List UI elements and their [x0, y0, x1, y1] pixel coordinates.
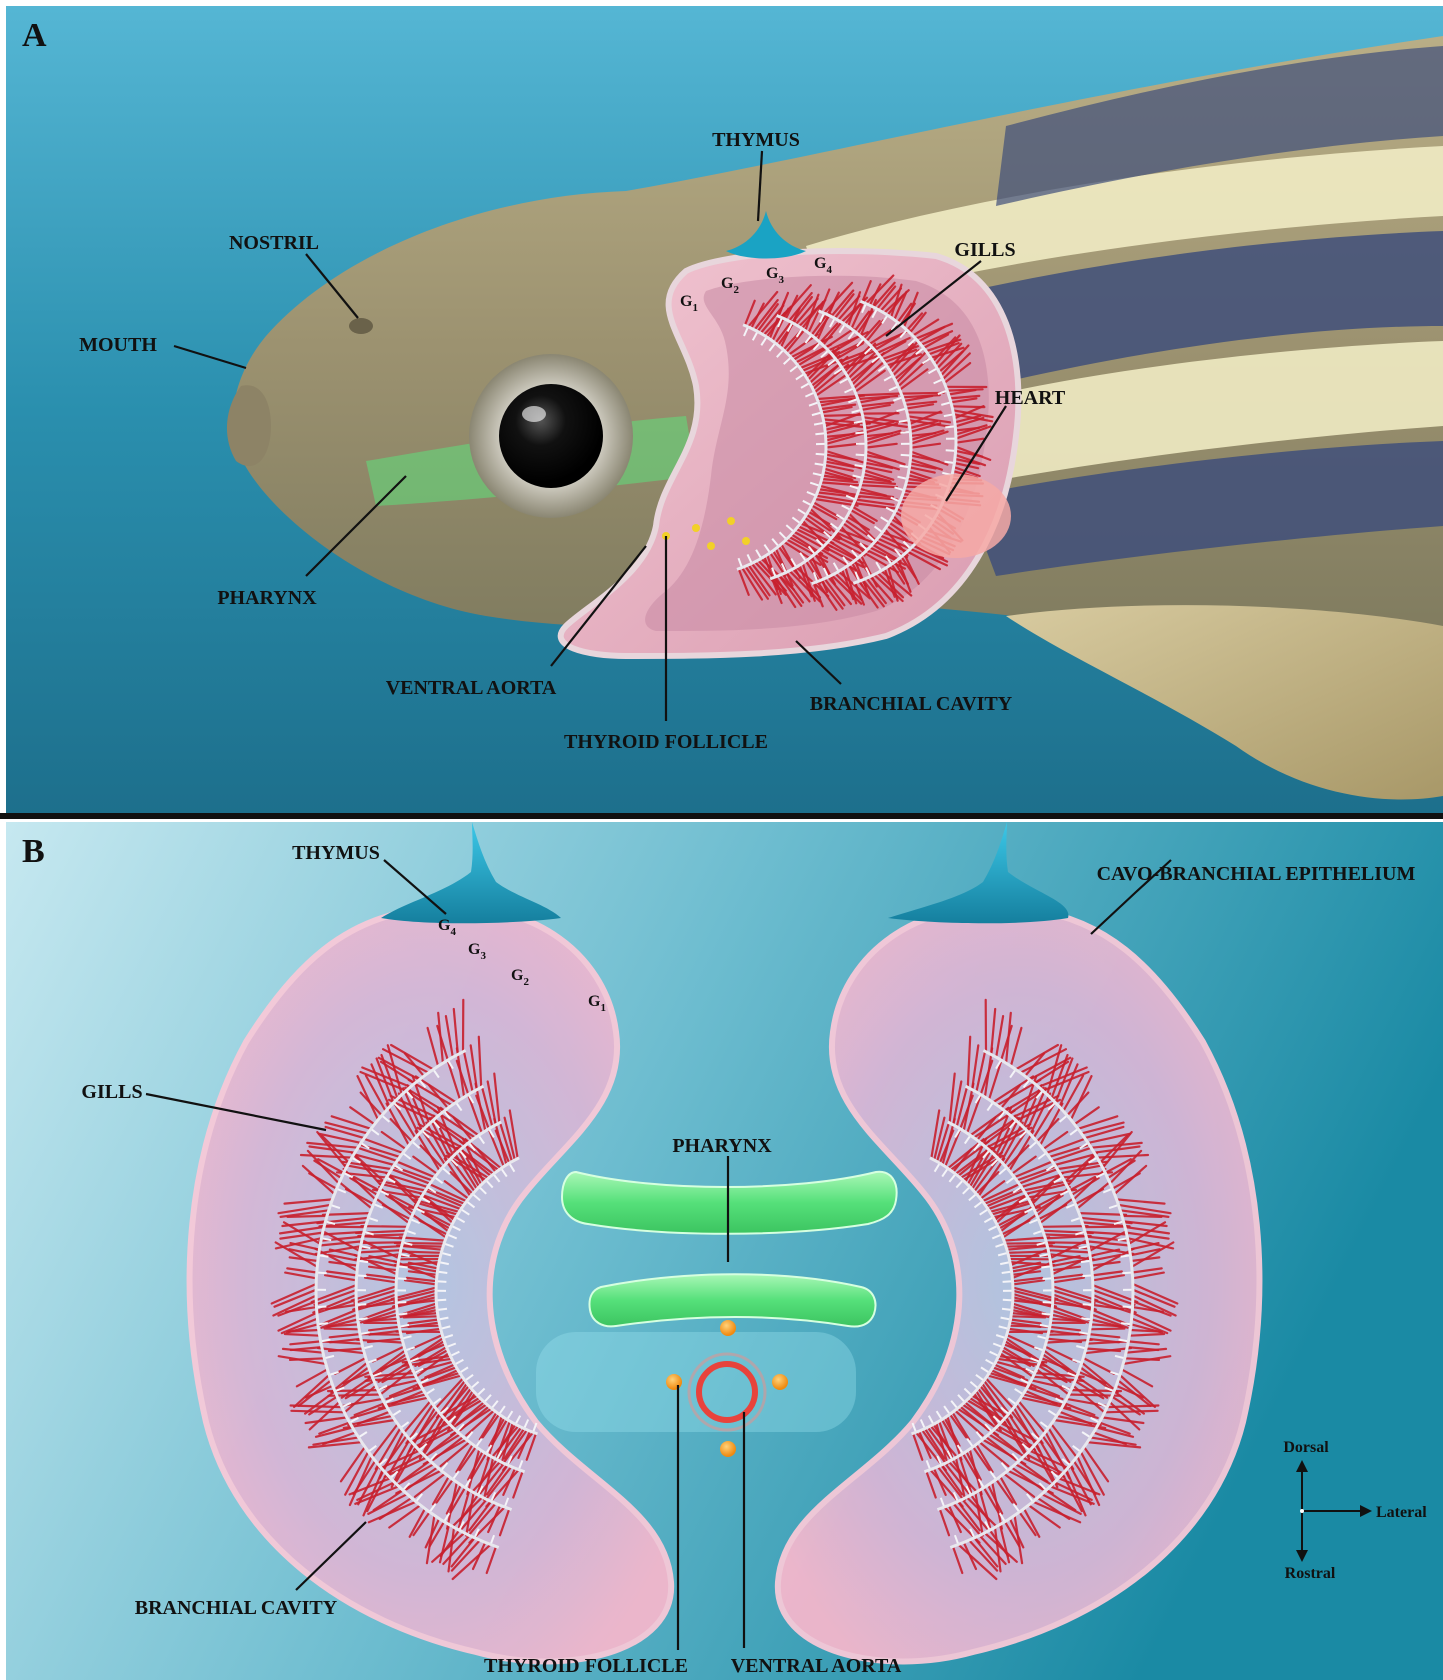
- gill-filament: [947, 389, 982, 390]
- thyroid-follicle-dot: [692, 524, 700, 532]
- gill-filament: [361, 1226, 407, 1227]
- gill-filament: [1042, 1226, 1088, 1227]
- label-thymus: THYMUS: [292, 842, 380, 864]
- label-pharynx: PHARYNX: [217, 587, 317, 609]
- gill-filament: [1084, 1227, 1123, 1228]
- gill-filament: [1090, 1329, 1125, 1330]
- gill-filament: [1044, 1235, 1091, 1237]
- thyroid-follicle-dot: [666, 1374, 682, 1390]
- label-mouth: MOUTH: [79, 334, 157, 356]
- gill-filament: [1105, 1411, 1158, 1413]
- label-branchial-cavity: BRANCHIAL CAVITY: [810, 693, 1013, 715]
- gill-filament: [1006, 1246, 1052, 1247]
- gill-filament: [358, 1235, 405, 1237]
- label-nostril: NOSTRIL: [229, 232, 319, 254]
- compass-label-dorsal: Dorsal: [1283, 1439, 1329, 1456]
- panel-b: B THYMUS CAVO-BRANCHIAL EPITHELIUM GILLS…: [6, 822, 1443, 1680]
- label-gills: GILLS: [954, 239, 1015, 261]
- gill-filament: [397, 1246, 443, 1247]
- gill-raker: [1081, 1318, 1091, 1319]
- panel-letter: A: [22, 17, 47, 54]
- gill-filament: [400, 1252, 442, 1253]
- label-ventral-aorta: VENTRAL AORTA: [386, 677, 557, 699]
- nostril: [349, 318, 373, 334]
- branchial-cross-section: B THYMUS CAVO-BRANCHIAL EPITHELIUM GILLS…: [6, 822, 1443, 1680]
- pharynx-lumen: [536, 1332, 856, 1432]
- thyroid-follicle-dot: [720, 1320, 736, 1336]
- thyroid-follicle-dot: [727, 517, 735, 525]
- eye-pupil: [499, 384, 603, 488]
- eye-highlight: [522, 406, 546, 422]
- gill-raker: [945, 426, 955, 427]
- gill-raker: [1042, 1314, 1052, 1315]
- fish-head-illustration: A THYMUS NOSTRIL GILLS MOUTH HEART PHARY…: [6, 6, 1443, 816]
- gill-raker: [815, 433, 825, 434]
- gill-raker: [358, 1318, 368, 1319]
- label-ventral-aorta: VENTRAL AORTA: [731, 1655, 902, 1677]
- gill-filament: [291, 1411, 344, 1413]
- compass-label-lateral: Lateral: [1376, 1504, 1427, 1521]
- label-thyroid-follicle: THYROID FOLLICLE: [564, 731, 768, 753]
- gill-filament: [901, 393, 944, 394]
- thyroid-follicle-dot: [707, 542, 715, 550]
- gill-raker: [397, 1314, 407, 1315]
- thyroid-follicle-dot: [720, 1441, 736, 1457]
- gill-filament: [1046, 1242, 1088, 1243]
- compass-label-rostral: Rostral: [1285, 1565, 1336, 1582]
- panel-letter: B: [22, 833, 45, 870]
- label-gills: GILLS: [81, 1081, 142, 1103]
- label-heart: HEART: [995, 387, 1066, 409]
- panel-a: A THYMUS NOSTRIL GILLS MOUTH HEART PHARY…: [6, 6, 1443, 816]
- panel-divider: [0, 813, 1443, 819]
- thyroid-follicle-dot: [772, 1374, 788, 1390]
- label-cavo-branchial-epithelium: CAVO-BRANCHIAL EPITHELIUM: [1097, 863, 1416, 885]
- thyroid-follicle-dot: [742, 537, 750, 545]
- gill-filament: [325, 1329, 360, 1330]
- label-branchial-cavity: BRANCHIAL CAVITY: [135, 1597, 338, 1619]
- gill-filament: [326, 1227, 365, 1228]
- label-thyroid-follicle: THYROID FOLLICLE: [484, 1655, 688, 1677]
- gill-filament: [361, 1242, 403, 1243]
- label-pharynx: PHARYNX: [672, 1135, 772, 1157]
- compass-origin: [1300, 1509, 1304, 1513]
- label-thymus: THYMUS: [712, 129, 800, 151]
- gill-filament: [1008, 1252, 1050, 1253]
